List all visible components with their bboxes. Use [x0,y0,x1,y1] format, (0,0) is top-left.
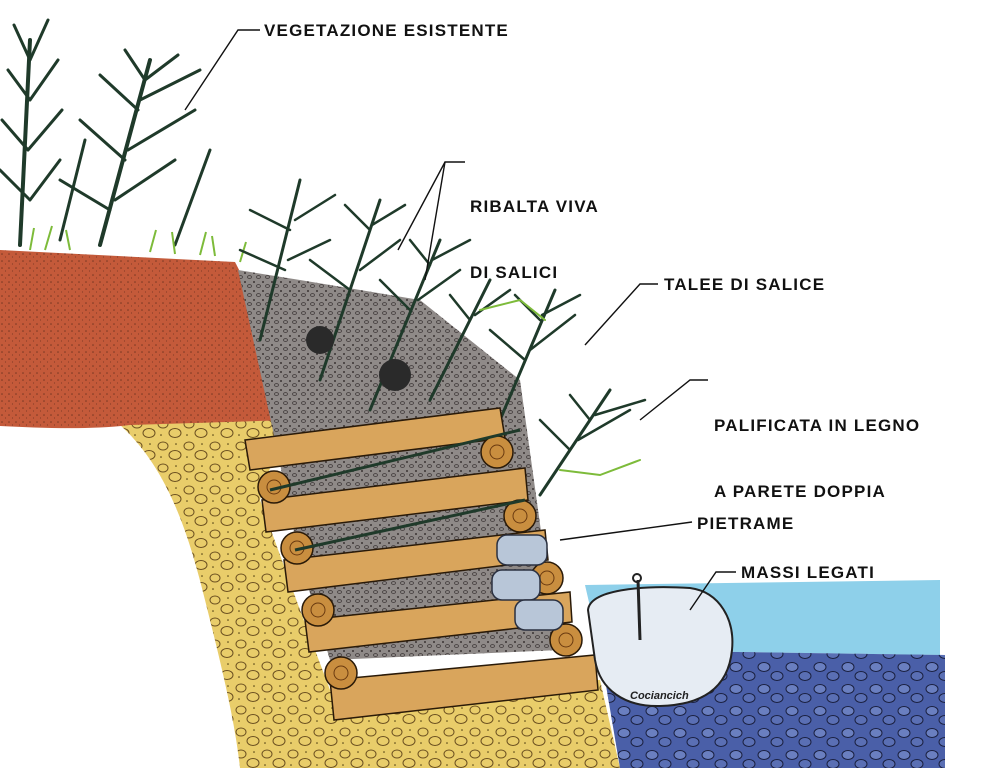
label-vegetazione-esistente: VEGETAZIONE ESISTENTE [264,21,509,40]
existing-vegetation [0,18,212,247]
soil-bank [0,250,290,429]
label-palificata-line2: A PARETE DOPPIA [714,482,886,501]
willow-cuttings [479,288,647,497]
label-ribalta-viva: RIBALTA VIVA DI SALICI [470,152,599,306]
artist-signature: Cociancich [630,690,689,702]
gravel-layer [120,420,620,768]
label-massi-legati: MASSI LEGATI [741,563,876,582]
stones [491,534,564,631]
willow-brush [238,178,512,412]
boulder [586,573,734,708]
label-pietrame: PIETRAME [697,514,795,533]
log [261,467,529,533]
log [283,529,549,593]
log [304,591,573,653]
log-palisade [244,407,599,721]
label-ribalta-line1: RIBALTA VIVA [470,197,599,216]
label-ribalta-line2: DI SALICI [470,263,559,282]
leader-lines [184,29,736,611]
label-palificata: PALIFICATA IN LEGNO A PARETE DOPPIA [714,371,920,525]
label-palificata-line1: PALIFICATA IN LEGNO [714,416,921,435]
log-end [257,435,583,690]
grass [29,225,247,263]
log [329,654,599,721]
label-talee-di-salice: TALEE DI SALICE [664,275,826,294]
